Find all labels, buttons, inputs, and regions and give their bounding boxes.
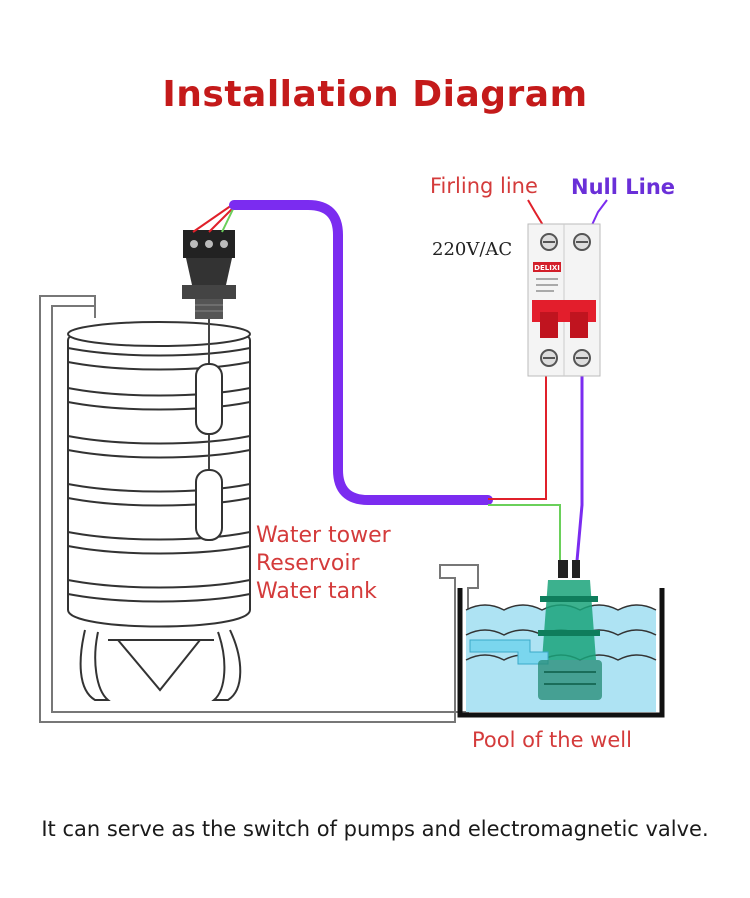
page-title: Installation Diagram: [162, 74, 588, 115]
firing-line-label: Firling line: [430, 174, 538, 198]
switch-lead-wires: [192, 204, 236, 233]
overflow-pipe: [39, 295, 479, 723]
caption: It can serve as the switch of pumps and …: [41, 817, 709, 841]
null-line-label: Null Line: [571, 175, 676, 199]
float-switch: [182, 230, 236, 541]
tank-label-reservoir: Reservoir: [256, 551, 360, 576]
circuit-breaker: DELIXI: [527, 223, 601, 377]
tank-labels: Water tower Reservoir Water tank: [256, 522, 391, 606]
pool-label: Pool of the well: [472, 728, 632, 752]
circuit-wires: [488, 199, 608, 573]
tank-label-water-tank: Water tank: [256, 579, 377, 604]
tank-label-water-tower: Water tower: [256, 523, 391, 548]
voltage-label: 220V/AC: [432, 239, 513, 260]
control-cable: [229, 200, 493, 505]
submersible-pump: [469, 560, 602, 700]
breaker-brand: DELIXI: [534, 264, 560, 272]
